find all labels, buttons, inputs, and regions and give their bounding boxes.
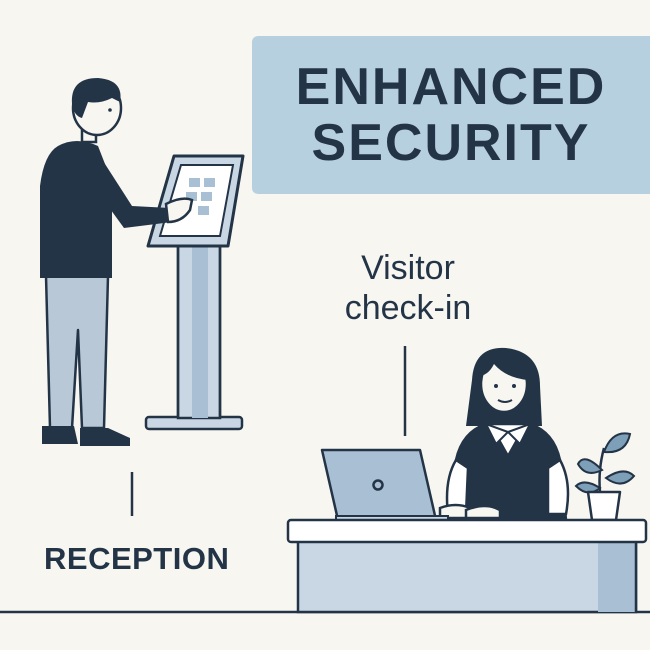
- visitor-label-line-2: check-in: [344, 289, 472, 327]
- banner-title-line-2: SECURITY: [311, 114, 591, 172]
- visitor-check-in-label: Visitor check-in: [320, 248, 496, 328]
- potted-plant-icon: [574, 432, 636, 522]
- person-using-kiosk-icon: [40, 78, 194, 446]
- banner-title-line-1: ENHANCED: [295, 58, 607, 116]
- reception-desk-icon: [286, 518, 648, 614]
- laptop-icon: [320, 448, 449, 522]
- visitor-label-line-1: Visitor: [361, 249, 455, 287]
- enhanced-security-banner: ENHANCED SECURITY: [252, 36, 650, 194]
- receptionist-icon: [438, 347, 570, 522]
- check-in-kiosk-icon: [144, 154, 245, 431]
- reception-label: RECEPTION: [44, 541, 230, 576]
